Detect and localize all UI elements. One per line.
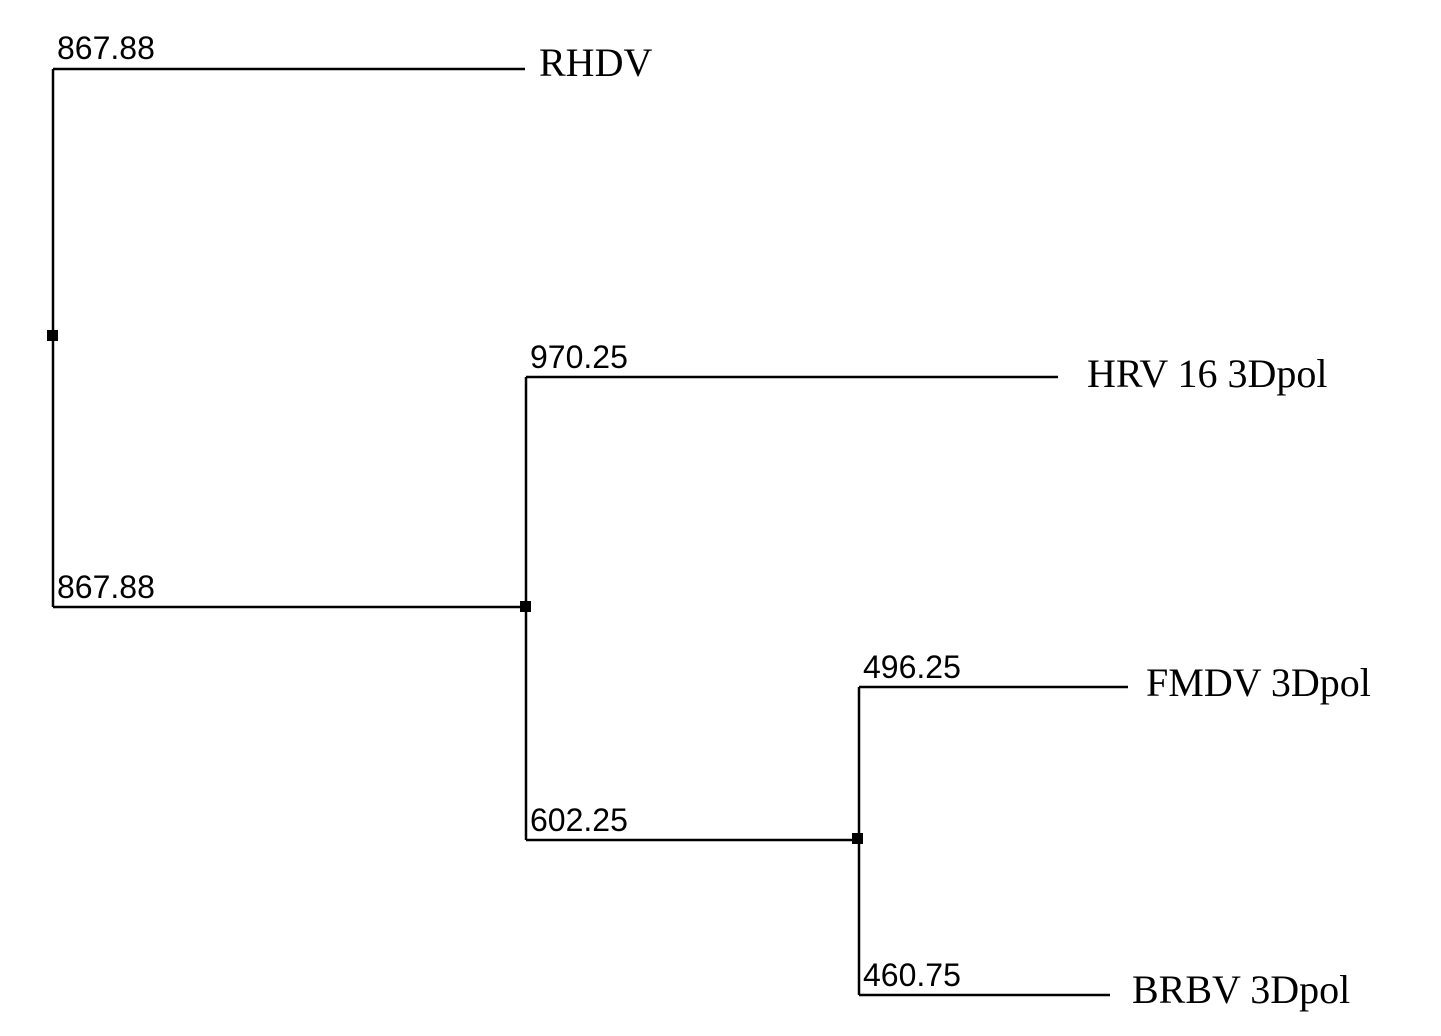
leaf-label-rhdv: RHDV [539,40,652,85]
inner-node-a [520,601,531,612]
branch-length-fmdv: 496.25 [863,649,961,685]
branch-length-hrv: 970.25 [530,339,628,375]
root-node [47,330,58,341]
branch-length-rhdv: 867.88 [57,30,155,66]
leaf-label-hrv: HRV 16 3Dpol [1087,351,1328,396]
branch-length-inner-b: 602.25 [530,802,628,838]
leaf-label-brbv: BRBV 3Dpol [1132,967,1350,1012]
leaf-label-fmdv: FMDV 3Dpol [1146,660,1371,705]
branch-length-inner-a: 867.88 [57,569,155,605]
branch-length-brbv: 460.75 [863,957,961,993]
inner-node-b [852,833,863,844]
